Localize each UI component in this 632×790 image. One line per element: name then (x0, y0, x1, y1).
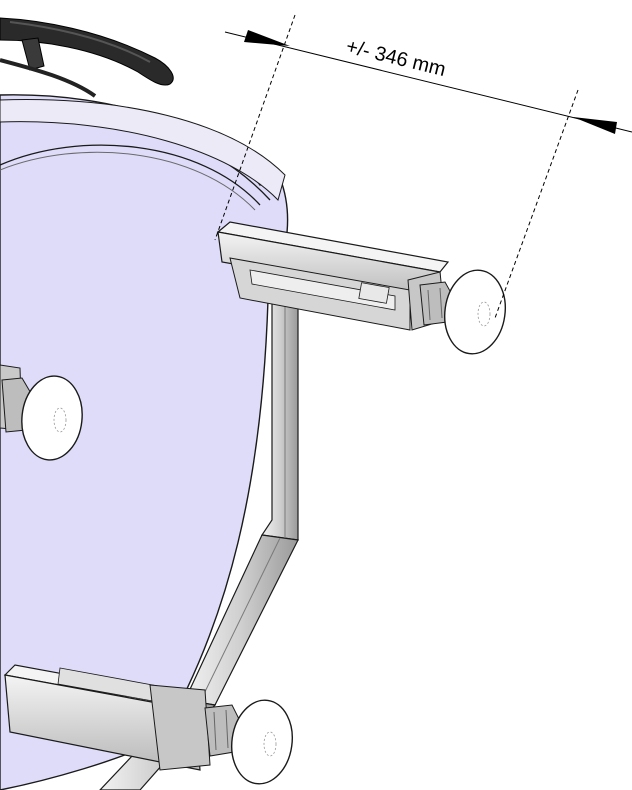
arrow-right (573, 117, 617, 134)
disc-top-band (0, 99, 286, 201)
carry-handle (0, 17, 174, 98)
upper-foot-arm (216, 221, 506, 355)
dimension-line (224, 31, 632, 133)
lower-foot-pad (231, 699, 293, 785)
reel-disc (0, 94, 289, 790)
lower-foot-arm (3, 664, 293, 785)
left-foot-pad (21, 375, 83, 461)
upper-foot-pad (444, 269, 506, 355)
arrow-left (244, 30, 290, 46)
extension-line-right (494, 89, 579, 319)
extension-line-left (214, 14, 296, 241)
disc-inner-arc (0, 144, 261, 206)
left-foot (0, 364, 83, 461)
